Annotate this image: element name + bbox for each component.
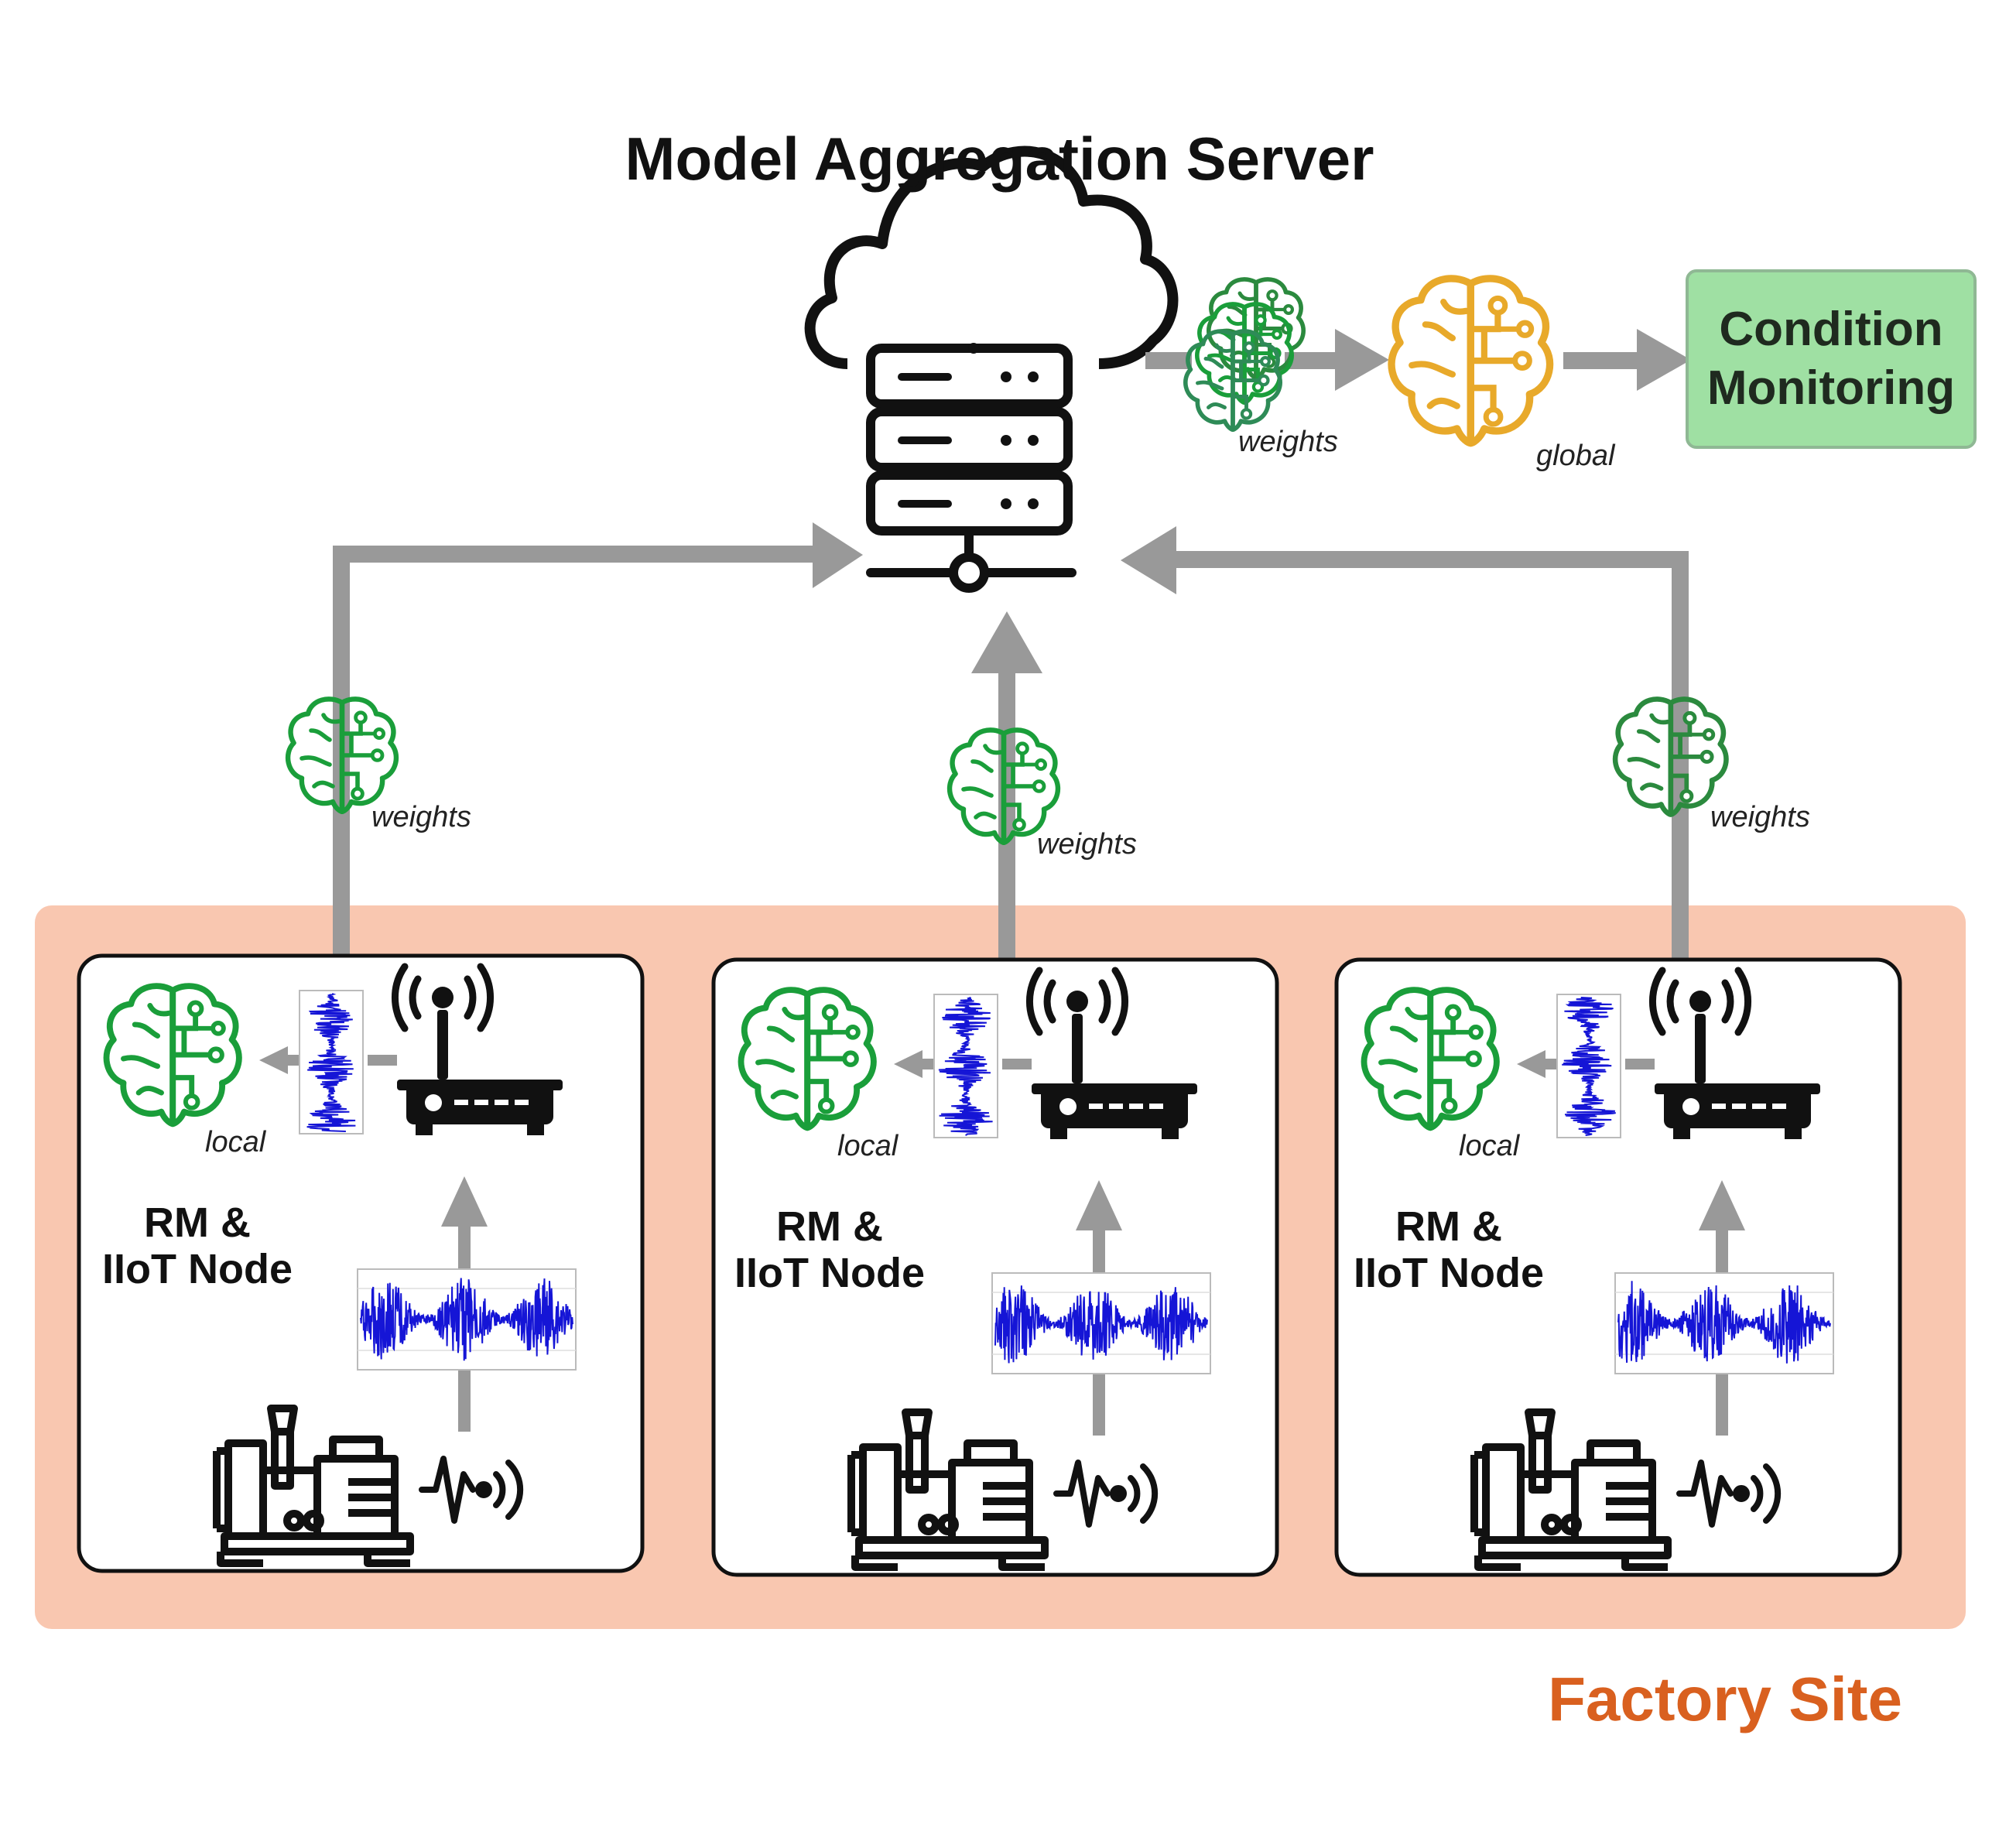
uplink-weights-label-3: weights <box>1710 801 1810 833</box>
global-brain-icon <box>1391 279 1550 443</box>
uplink-weights-label-1: weights <box>371 801 471 833</box>
flow-arrows <box>333 329 1691 960</box>
node-title-3: RM & IIoT Node <box>1354 1203 1544 1296</box>
vertical-signal-trace <box>306 993 356 1132</box>
horizontal-signal-trace <box>994 1285 1208 1364</box>
node-title-1: RM & IIoT Node <box>102 1199 293 1292</box>
node-panel-1 <box>77 953 645 1573</box>
factory-site-label: Factory Site <box>1548 1665 1902 1733</box>
page-title: Model Aggregation Server <box>625 125 1374 193</box>
node-title-2: RM & IIoT Node <box>734 1203 925 1296</box>
node-local-label-2: local <box>837 1130 899 1162</box>
uplink-weights-label-2: weights <box>1037 828 1137 861</box>
vertical-signal-trace <box>1562 997 1616 1136</box>
uplink-brain-icon-1 <box>288 699 396 811</box>
node-local-label-3: local <box>1459 1130 1520 1162</box>
uplink-brain-icon-3 <box>1615 699 1726 814</box>
vertical-signal-trace <box>938 997 993 1136</box>
cloud-server-icon <box>804 145 1179 593</box>
condition-monitoring-label: Condition Monitoring <box>1706 303 1956 415</box>
node-panel-2 <box>711 957 1279 1577</box>
uplink-brain-icon-2 <box>950 730 1058 842</box>
node-panel-3 <box>1334 957 1902 1577</box>
condition-monitoring-box: Condition Monitoring <box>1686 269 1977 449</box>
horizontal-signal-trace <box>1617 1281 1831 1364</box>
server-weights-label: weights <box>1238 426 1338 458</box>
horizontal-signal-trace <box>360 1278 573 1361</box>
node-local-label-1: local <box>205 1126 266 1158</box>
global-label: global <box>1536 440 1615 472</box>
